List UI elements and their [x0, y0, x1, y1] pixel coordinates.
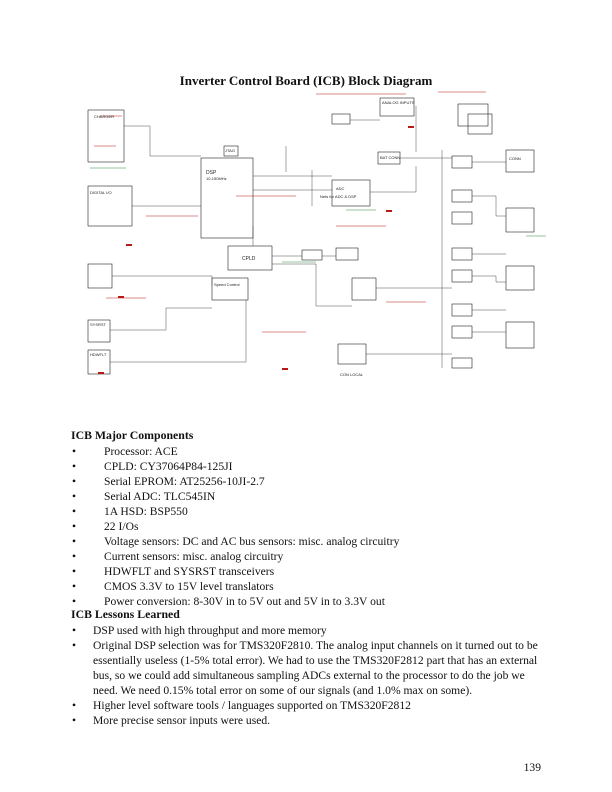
list-item: 1A HSD: BSP550 [71, 504, 551, 519]
list-item: DSP used with high throughput and more m… [71, 623, 551, 638]
list-item: Power conversion: 8-30V in to 5V out and… [71, 594, 551, 609]
dsp-freq-label: 10-150MHz [206, 176, 227, 181]
adc-label: ADC [336, 186, 345, 191]
sysrst-label: SYSRST [90, 322, 107, 327]
dsp-block [200, 157, 254, 239]
list-item: Serial EPROM: AT25256-10JI-2.7 [71, 474, 551, 489]
hdwflt-label: HDWFLT [90, 352, 107, 357]
page-number: 139 [523, 761, 541, 774]
major-components-section: ICB Major Components Processor: ACE CPLD… [71, 428, 551, 609]
jtag-block [223, 145, 239, 157]
lessons-learned-heading: ICB Lessons Learned [71, 607, 180, 621]
diagram-title: Inverter Control Board (ICB) Block Diagr… [179, 73, 433, 88]
cpld-block [227, 245, 273, 271]
lessons-learned-list: DSP used with high throughput and more m… [71, 623, 551, 728]
list-item: HDWFLT and SYSRST transceivers [71, 564, 551, 579]
cpld-label: CPLD [242, 256, 256, 262]
adc-block [331, 179, 371, 207]
list-item: Voltage sensors: DC and AC bus sensors: … [71, 534, 551, 549]
jtag-label: JTAG [225, 148, 235, 153]
charger-label: CHARGER [94, 114, 114, 119]
major-components-heading: ICB Major Components [71, 428, 194, 442]
con-local-label: CON LOCAL [340, 372, 364, 377]
block-diagram-svg: DSP 10-150MHz CPLD JTAG ADC BAT CONN CON… [87, 91, 546, 377]
list-item: CPLD: CY37064P84-125JI [71, 459, 551, 474]
bat-conn-label: BAT CONN [380, 155, 400, 160]
adc-note-label: Nets for ADC & DSP [320, 194, 357, 199]
major-components-list: Processor: ACE CPLD: CY37064P84-125JI Se… [71, 444, 551, 609]
digital-io-label: DIGITAL I/O [90, 190, 112, 195]
lessons-learned-section: ICB Lessons Learned DSP used with high t… [71, 607, 551, 728]
list-item: More precise sensor inputs were used. [71, 713, 551, 728]
list-item: Processor: ACE [71, 444, 551, 459]
block-diagram: DSP 10-150MHz CPLD JTAG ADC BAT CONN CON… [86, 86, 556, 386]
conn-label: CONN [509, 156, 521, 161]
left-io-block [87, 109, 125, 163]
list-item: Serial ADC: TLC545IN [71, 489, 551, 504]
list-item: CMOS 3.3V to 15V level translators [71, 579, 551, 594]
list-item: Current sensors: misc. analog circuitry [71, 549, 551, 564]
dsp-label: DSP [206, 170, 217, 176]
list-item: 22 I/Os [71, 519, 551, 534]
speed-control-label: Speed Control [214, 282, 240, 287]
list-item: Higher level software tools / languages … [71, 698, 551, 713]
analog-inputs-label: ANALOG INPUTS [382, 100, 415, 105]
list-item: Original DSP selection was for TMS320F28… [71, 638, 551, 698]
